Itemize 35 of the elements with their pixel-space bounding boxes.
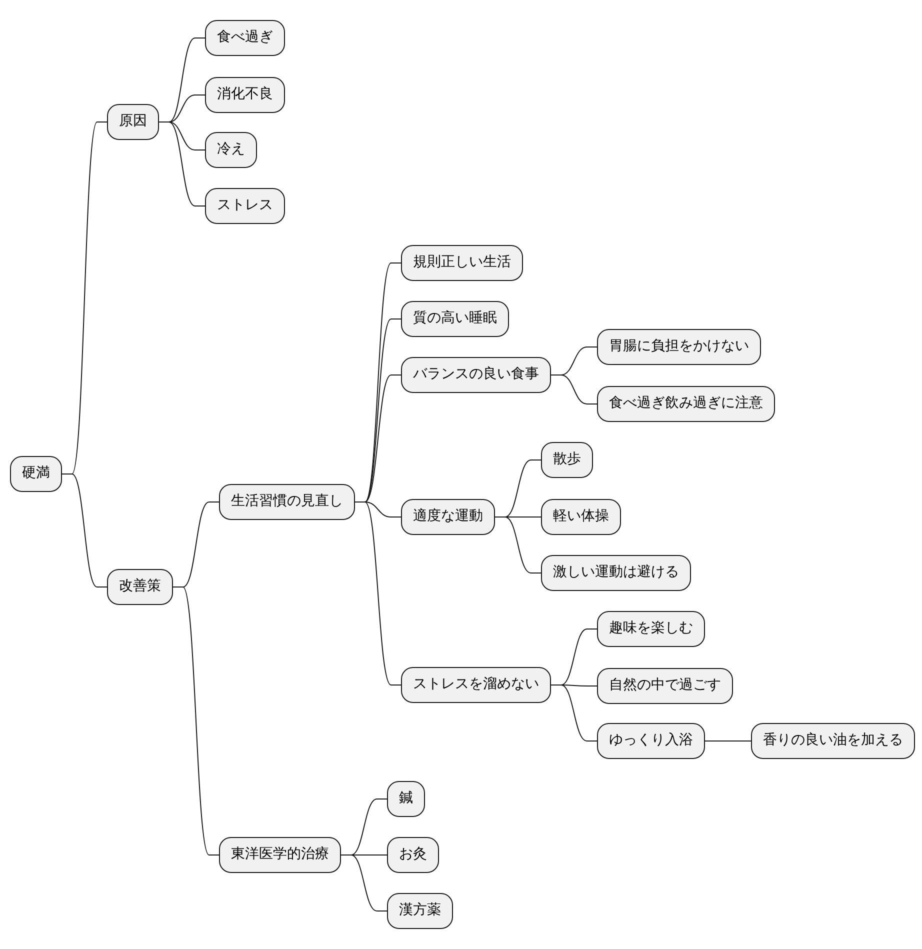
branch-line bbox=[550, 684, 598, 742]
branch-line bbox=[494, 516, 542, 574]
branch-line bbox=[158, 122, 206, 206]
topic-box: 改善策 bbox=[107, 569, 173, 605]
branch-line bbox=[354, 502, 402, 686]
branch-line bbox=[340, 854, 388, 912]
topic-box: 漢方薬 bbox=[387, 893, 453, 929]
topic-box: 東洋医学的治療 bbox=[219, 837, 341, 873]
branch-line bbox=[704, 740, 752, 742]
topic-box: 鍼 bbox=[387, 781, 425, 817]
topic-box: 食べ過ぎ飲み過ぎに注意 bbox=[597, 386, 775, 422]
branch-line bbox=[62, 474, 108, 588]
topic-box: ゆっくり入浴 bbox=[597, 723, 705, 759]
topic-box: 規則正しい生活 bbox=[401, 245, 523, 281]
topic-box: 消化不良 bbox=[205, 77, 285, 113]
topic-box: 散歩 bbox=[541, 442, 593, 478]
topic-box: 食べ過ぎ bbox=[205, 20, 285, 56]
topic-box: バランスの良い食事 bbox=[401, 357, 551, 393]
topic-box: お灸 bbox=[387, 837, 439, 873]
topic-box: 質の高い睡眠 bbox=[401, 301, 509, 337]
topic-box: 香りの良い油を加える bbox=[751, 723, 915, 759]
topic-box: 自然の中で過ごす bbox=[597, 668, 733, 704]
topic-box: 胃腸に負担をかけない bbox=[597, 329, 761, 365]
topic-box: 適度な運動 bbox=[401, 499, 495, 535]
topic-box: ストレス bbox=[205, 188, 285, 224]
topic-box: 冷え bbox=[205, 132, 257, 168]
branch-line bbox=[172, 586, 220, 856]
topic-box: 原因 bbox=[107, 104, 159, 140]
topic-box: 生活習慣の見直し bbox=[219, 484, 355, 520]
topic-box: ストレスを溜めない bbox=[401, 667, 551, 703]
topic-box: 軽い体操 bbox=[541, 499, 621, 535]
topic-box: 激しい運動は避ける bbox=[541, 555, 691, 591]
topic-box: 趣味を楽しむ bbox=[597, 611, 705, 647]
branch-line bbox=[550, 374, 598, 404]
topic-box: 硬満 bbox=[10, 456, 62, 492]
